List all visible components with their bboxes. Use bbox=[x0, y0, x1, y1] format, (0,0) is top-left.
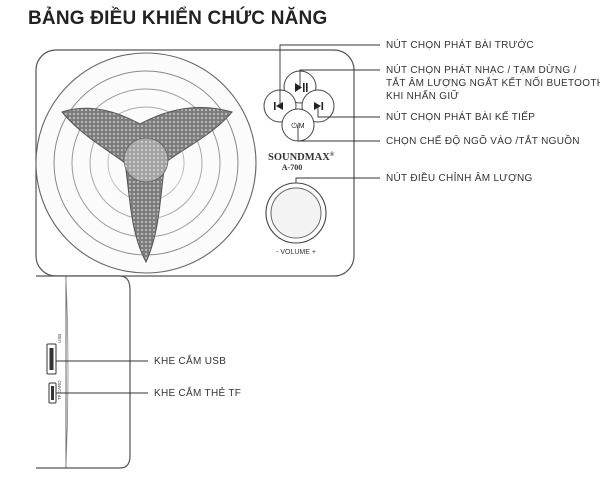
callout-play-pause-1: NÚT CHỌN PHÁT NHẠC / TẠM DỪNG / bbox=[386, 63, 577, 76]
usb-port[interactable] bbox=[46, 343, 57, 375]
callout-tf-slot: KHE CẮM THẺ TF bbox=[154, 386, 241, 399]
callout-lines-side bbox=[56, 360, 148, 394]
volume-label: - VOLUME + bbox=[276, 249, 316, 256]
brand-logo: SOUNDMAX® bbox=[268, 151, 335, 163]
tf-slot-label: TF CARD bbox=[57, 380, 62, 400]
diagram-title: BẢNG ĐIỀU KHIỂN CHỨC NĂNG bbox=[28, 8, 328, 29]
play-pause-icon bbox=[295, 83, 308, 92]
callout-next-track: NÚT CHỌN PHÁT BÀI KẾ TIẾP bbox=[386, 110, 535, 123]
callout-volume-knob: NÚT ĐIỀU CHỈNH ÂM LƯỢNG bbox=[386, 171, 533, 184]
callout-usb-slot: KHE CẮM USB bbox=[154, 354, 226, 367]
callout-lines-front bbox=[279, 44, 380, 183]
previous-track-icon bbox=[274, 102, 283, 110]
callout-play-pause-3: KHI NHẤN GIỮ bbox=[386, 89, 459, 102]
model-label: A-700 bbox=[282, 163, 302, 172]
next-track-icon bbox=[314, 102, 324, 110]
callout-play-pause-2: TẮT ÂM LƯỢNG NGẮT KẾT NỐI BUETOOTH bbox=[386, 75, 600, 89]
callout-mode-power: CHỌN CHẾ ĐỘ NGÕ VÀO /TẮT NGUỒN bbox=[386, 134, 580, 147]
tf-card-slot[interactable] bbox=[48, 382, 57, 404]
usb-port-label: USB bbox=[57, 334, 62, 343]
speaker-side-body bbox=[36, 275, 131, 469]
speaker-grille bbox=[35, 52, 257, 274]
volume-knob[interactable] bbox=[265, 182, 327, 244]
callout-prev-track: NÚT CHỌN PHÁT BÀI TRƯỚC bbox=[386, 38, 534, 51]
